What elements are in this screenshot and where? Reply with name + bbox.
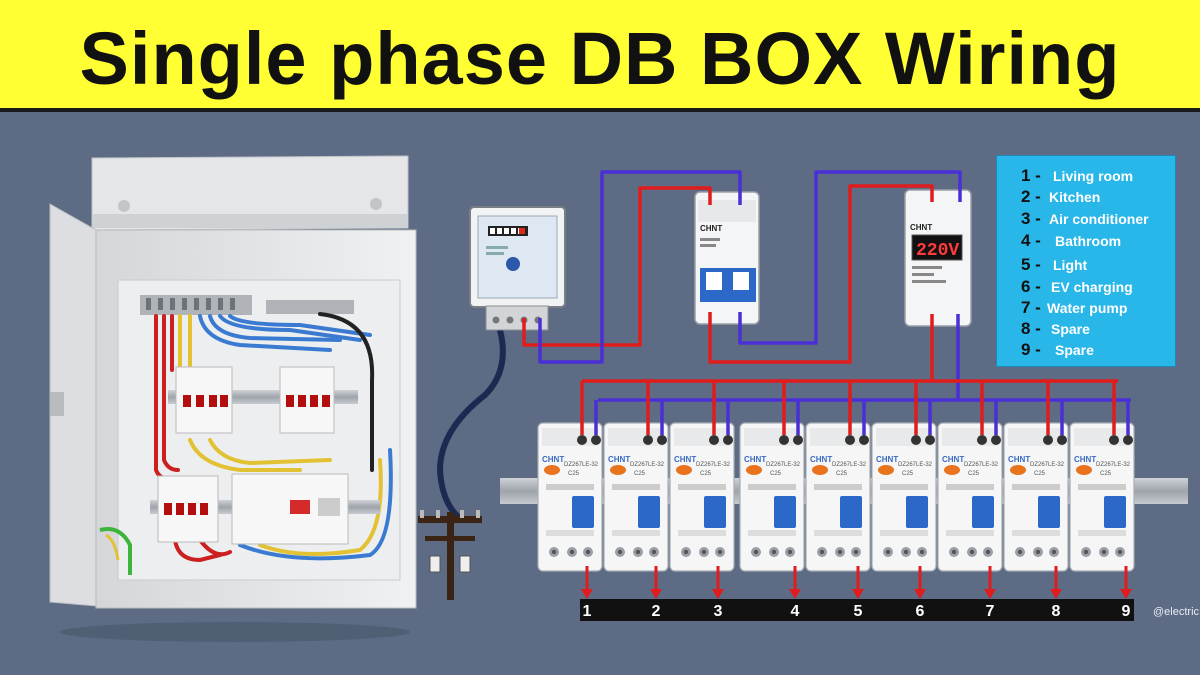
legend-item-number: 6 - (1021, 277, 1041, 296)
rcbo-rating: C25 (968, 471, 980, 477)
legend-item-number: 4 - (1021, 231, 1041, 250)
output-arrowhead (1120, 589, 1132, 599)
rcbo-brand: CHNT (810, 455, 832, 464)
output-arrows: 1 2 3 4 5 6 7 8 9 (581, 566, 1132, 620)
legend-item-label: Air conditioner (1049, 211, 1149, 227)
wires (522, 170, 1131, 435)
output-number: 5 (854, 603, 863, 620)
rcbo-brand: CHNT (1008, 455, 1030, 464)
output-number: 4 (791, 603, 800, 620)
output-number: 6 (916, 603, 925, 620)
legend-item-number: 3 - (1021, 209, 1041, 228)
live-wire (708, 184, 934, 364)
neutral-wire (738, 170, 962, 345)
watermark: @electric (1153, 606, 1200, 618)
rcbo-model: DZ267LE-32 (1096, 462, 1131, 468)
legend-item-label: Kitchen (1049, 189, 1101, 205)
rcbo-rating: C25 (1034, 471, 1046, 477)
legend-item-number: 8 - (1021, 319, 1041, 338)
legend-item-number: 7 - (1021, 298, 1041, 317)
output-number: 2 (652, 603, 661, 620)
legend-item-label: Living room (1053, 168, 1134, 184)
legend-item-number: 2 - (1021, 187, 1041, 206)
output-number: 3 (714, 603, 723, 620)
output-arrowhead (1050, 589, 1062, 599)
live-wire (522, 186, 712, 347)
rcbo-breakers: CHNTDZ267LE-32C25CHNTDZ267LE-32C25CHNTDZ… (537, 422, 1135, 572)
legend-item-label: Spare (1051, 321, 1090, 337)
output-number: 7 (986, 603, 995, 620)
legend-item-label: Bathroom (1055, 233, 1122, 249)
legend-item-label: Light (1053, 257, 1088, 273)
voltage-display: 220V (916, 241, 959, 261)
rcbo-model: DZ267LE-32 (964, 462, 999, 468)
legend: 1 - Living room 2 - Kitchen 3 - Air condition… (996, 155, 1176, 367)
rcbo-brand: CHNT (674, 455, 696, 464)
output-number: 1 (583, 603, 592, 620)
page-title: Single phase DB BOX Wiring (79, 17, 1121, 100)
rcbo-model: DZ267LE-32 (1030, 462, 1065, 468)
voltage-protector-brand: CHNT (910, 223, 932, 232)
utility-pole (418, 329, 506, 600)
output-number: 8 (1052, 603, 1061, 620)
output-arrowhead (984, 589, 996, 599)
rcbo-rating: C25 (568, 471, 580, 477)
rcbo-model: DZ267LE-32 (630, 462, 665, 468)
output-arrowhead (789, 589, 801, 599)
rcbo-brand: CHNT (876, 455, 898, 464)
rcbo-brand: CHNT (744, 455, 766, 464)
rcbo-brand: CHNT (608, 455, 630, 464)
rcbo-brand: CHNT (1074, 455, 1096, 464)
main-breaker: CHNT (694, 191, 760, 325)
output-arrowhead (650, 589, 662, 599)
rcbo-rating: C25 (836, 471, 848, 477)
legend-item-label: Water pump (1047, 300, 1128, 316)
energy-meter (469, 206, 566, 331)
rcbo-rating: C25 (700, 471, 712, 477)
output-arrowhead (712, 589, 724, 599)
wiring-diagram: CHNT CHNT 220V CHNTDZ267LE-32C25CHNTDZ26… (49, 155, 1188, 642)
rcbo-rating: C25 (902, 471, 914, 477)
rcbo-rating: C25 (634, 471, 646, 477)
db-box (49, 155, 417, 642)
neutral-wire (538, 170, 742, 364)
rcbo-model: DZ267LE-32 (564, 462, 599, 468)
rcbo-rating: C25 (1100, 471, 1112, 477)
rcbo-model: DZ267LE-32 (766, 462, 801, 468)
legend-item-label: EV charging (1051, 279, 1133, 295)
title-bar: Single phase DB BOX Wiring (0, 0, 1200, 112)
rcbo-brand: CHNT (542, 455, 564, 464)
legend-item-number: 9 - (1021, 340, 1041, 359)
rcbo-brand: CHNT (942, 455, 964, 464)
main-breaker-brand: CHNT (700, 224, 722, 233)
rcbo-model: DZ267LE-32 (898, 462, 933, 468)
voltage-protector: CHNT 220V (904, 189, 972, 327)
rcbo-rating: C25 (770, 471, 782, 477)
output-bar (580, 599, 1134, 621)
legend-item-label: Spare (1055, 342, 1094, 358)
output-number: 9 (1122, 603, 1131, 620)
rcbo-model: DZ267LE-32 (832, 462, 867, 468)
output-arrowhead (581, 589, 593, 599)
output-arrowhead (852, 589, 864, 599)
rcbo-model: DZ267LE-32 (696, 462, 731, 468)
legend-item-number: 1 - (1021, 166, 1041, 185)
output-arrowhead (914, 589, 926, 599)
legend-item-number: 5 - (1021, 255, 1041, 274)
